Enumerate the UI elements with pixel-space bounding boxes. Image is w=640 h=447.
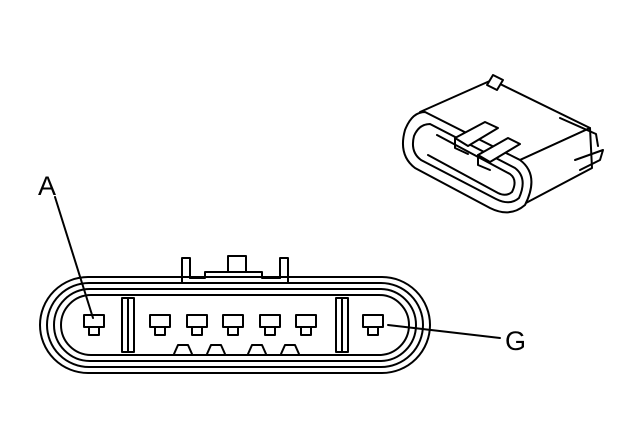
terminal-cavity — [149, 314, 171, 336]
connector-front-face — [402, 111, 533, 214]
callout-a: A — [38, 171, 94, 319]
callout-g: G — [387, 324, 526, 356]
divider-ribs — [121, 297, 349, 353]
callout-a-leader — [54, 196, 94, 319]
terminal-cavity — [83, 314, 105, 336]
latch-tab — [486, 74, 504, 91]
terminal-cavities — [83, 314, 384, 336]
latch-right-post — [279, 257, 289, 283]
connector-isometric-view — [402, 74, 604, 214]
polarizing-bumps — [173, 344, 300, 355]
terminal-cavity — [295, 314, 317, 336]
terminal-cavity — [362, 314, 384, 336]
latch-button — [227, 255, 247, 273]
callout-g-leader — [387, 324, 501, 339]
terminal-cavity — [186, 314, 208, 336]
terminal-cavity — [259, 314, 281, 336]
callout-g-label: G — [505, 326, 526, 356]
housing-outer-outline — [39, 276, 431, 374]
connector-front-view — [39, 255, 431, 374]
terminal-cavity — [222, 314, 244, 336]
callout-a-label: A — [38, 171, 56, 201]
latch-left-post — [181, 257, 191, 283]
